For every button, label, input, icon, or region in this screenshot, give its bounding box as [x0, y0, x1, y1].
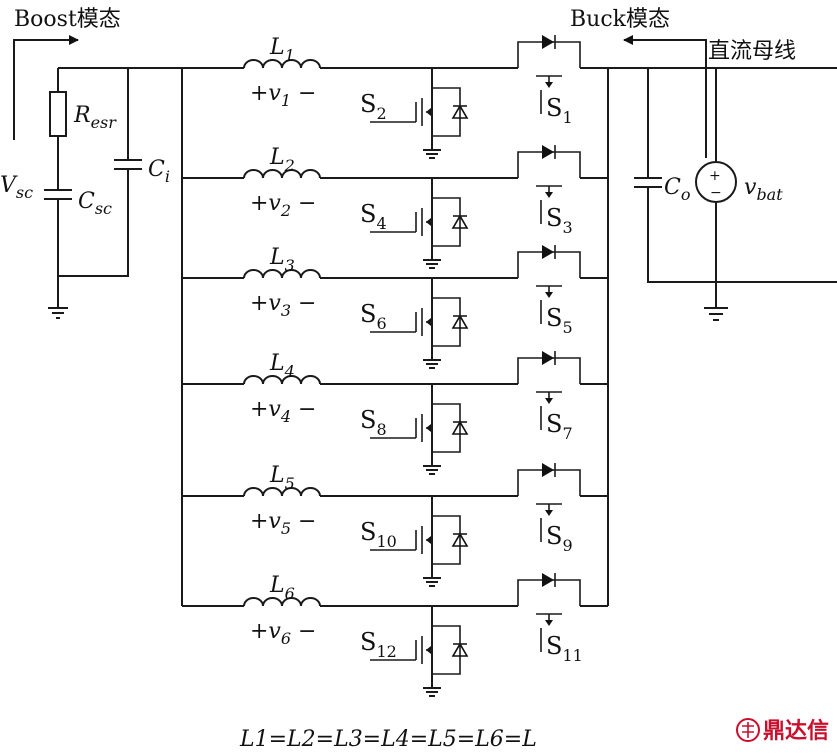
- boost-mode-label: Boost模态: [14, 7, 121, 32]
- inductor-label: L5: [269, 463, 295, 493]
- low-side-switch: [370, 403, 469, 453]
- phase-6: S11 S12 L6 +v6 −: [182, 573, 608, 697]
- low-side-switch-label: S6: [360, 300, 387, 333]
- diode-icon: [451, 104, 469, 119]
- buck-mode-label: Buck模态: [570, 7, 670, 32]
- inductance-equation: L1=L2=L3=L4=L5=L6=L: [239, 727, 537, 752]
- diode-icon: [542, 463, 554, 477]
- high-side-switch: [517, 35, 581, 114]
- watermark-icon: [736, 718, 760, 742]
- diode-icon: [542, 35, 554, 49]
- inductor-coil: [243, 269, 321, 279]
- co-label: Co: [664, 175, 690, 204]
- low-side-switch: [370, 515, 469, 565]
- ground-icon: [48, 307, 68, 319]
- low-side-switch-label: S10: [360, 518, 397, 551]
- battery-plus-sign: +: [709, 168, 721, 184]
- ground-icon: [423, 259, 441, 269]
- diode-icon: [451, 642, 469, 657]
- low-side-switch-label: S12: [360, 628, 397, 661]
- high-side-switch-label: S7: [546, 410, 573, 443]
- high-side-switch: [517, 245, 581, 324]
- phase-3: S5 S6 L3 +v3 −: [182, 245, 608, 369]
- csc-label: Csc: [78, 189, 112, 218]
- input-capacitor-symbol: [114, 159, 142, 170]
- buck-direction-arrow: [623, 35, 707, 158]
- inductor-voltage-label: +v1 −: [250, 81, 317, 110]
- high-side-switch-label: S1: [546, 94, 573, 127]
- supercapacitor-symbol: [44, 189, 72, 200]
- phase-1: S1 S2 L1 +v1 −: [182, 35, 608, 159]
- inductor-coil: [243, 169, 321, 179]
- esr-resistor: [49, 91, 67, 137]
- diode-icon: [542, 245, 554, 259]
- low-side-switch-label: S2: [360, 90, 387, 123]
- diode-icon: [451, 214, 469, 229]
- output-stage: [607, 67, 837, 606]
- inductor-label: L1: [269, 35, 295, 65]
- inductor-label: L6: [269, 573, 295, 603]
- ground-icon: [423, 149, 441, 159]
- inductor-voltage-label: +v3 −: [250, 291, 317, 320]
- watermark-logo: 鼎达信: [736, 718, 829, 744]
- high-side-switch-label: S9: [546, 522, 573, 555]
- low-side-switch-label: S8: [360, 406, 387, 439]
- low-side-switch: [370, 625, 469, 675]
- ground-icon: [704, 307, 728, 321]
- boost-direction-arrow: [13, 35, 79, 140]
- high-side-switch-label: S5: [546, 304, 573, 337]
- ground-icon: [423, 577, 441, 587]
- inductor-coil: [243, 487, 321, 497]
- phase-2: S3 S4 L2 +v2 −: [182, 145, 608, 269]
- output-capacitor-symbol: [634, 177, 662, 188]
- high-side-switch-label: S11: [546, 632, 583, 665]
- watermark-text: 鼎达信: [763, 718, 829, 744]
- inductor-coil: [243, 375, 321, 385]
- phase-5: S9 S10 L5 +v5 −: [182, 463, 608, 587]
- diode-icon: [542, 145, 554, 159]
- vbat-label: vbat: [744, 175, 783, 204]
- inductor-label: L4: [269, 351, 295, 381]
- ground-icon: [423, 465, 441, 475]
- high-side-switch: [517, 463, 581, 542]
- inductor-voltage-label: +v5 −: [250, 509, 317, 538]
- ground-icon: [423, 687, 441, 697]
- ground-icon: [423, 359, 441, 369]
- ci-label: Ci: [148, 157, 170, 186]
- low-side-switch-label: S4: [360, 200, 387, 233]
- vsc-label: Vsc: [0, 173, 33, 202]
- inductor-voltage-label: +v2 −: [250, 191, 317, 220]
- diode-icon: [451, 420, 469, 435]
- supercapacitor-branch: [44, 67, 183, 606]
- inductor-coil: [243, 597, 321, 607]
- high-side-switch: [517, 351, 581, 430]
- phase-4: S7 S8 L4 +v4 −: [182, 351, 608, 475]
- inductor-voltage-label: +v4 −: [250, 397, 317, 426]
- low-side-switch: [370, 87, 469, 137]
- diode-icon: [542, 573, 554, 587]
- inductor-voltage-label: +v6 −: [250, 619, 317, 648]
- diode-icon: [451, 314, 469, 329]
- diode-icon: [542, 351, 554, 365]
- low-side-switch: [370, 297, 469, 347]
- dc-bus-label: 直流母线: [708, 39, 796, 64]
- inductor-coil: [243, 59, 321, 69]
- high-side-switch: [517, 145, 581, 224]
- diode-icon: [451, 532, 469, 547]
- battery-minus-sign: −: [710, 185, 722, 201]
- high-side-switch: [517, 573, 581, 652]
- inductor-label: L2: [269, 145, 295, 175]
- resr-label: Resr: [73, 103, 117, 132]
- high-side-switch-label: S3: [546, 204, 573, 237]
- converter-phases: S1 S2 L1 +v1 − S3 S4 L2 +v2 − S5 S6 L3 +v3 − S7 S8 L4 +…: [182, 35, 608, 697]
- inductor-label: L3: [269, 245, 295, 275]
- low-side-switch: [370, 197, 469, 247]
